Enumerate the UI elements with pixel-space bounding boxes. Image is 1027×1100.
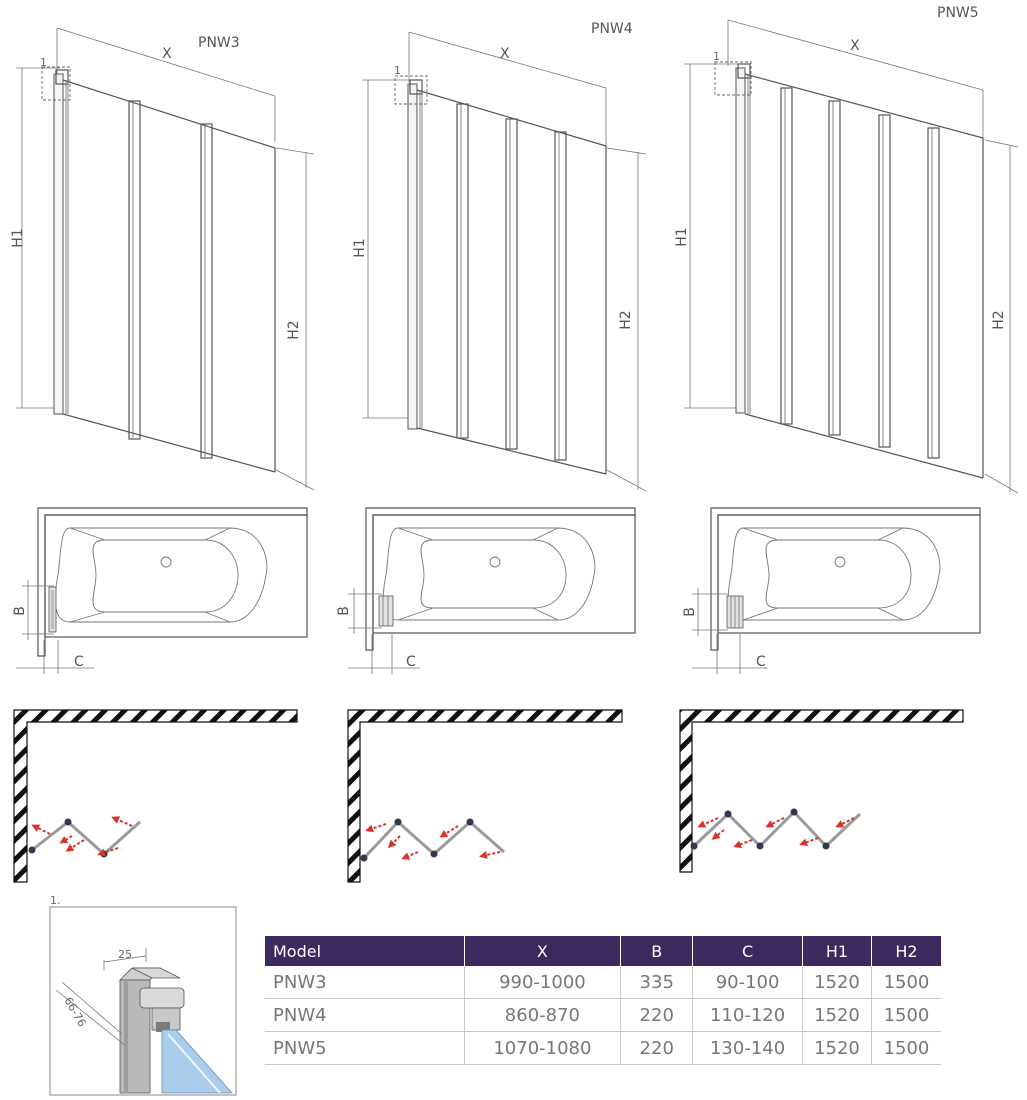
cell-b: 220 [620,998,693,1032]
pnw5-model-label: PNW5 [937,5,979,21]
cell-b: 220 [620,1031,693,1065]
cell-h1: 1520 [802,998,872,1032]
cell-x: 990-1000 [463,966,621,999]
pnw4-tub-plan: B C [336,507,636,674]
pnw5-b-label: B [682,607,698,617]
pnw5-fold-diagram [679,709,964,873]
table-header-row: Model X B C H1 H2 [265,936,941,966]
cell-c: 110-120 [692,998,803,1032]
table-row: PNW3 990-1000 335 90-100 1520 1500 [265,966,941,999]
detail-title: 1. [50,894,61,907]
pnw5-c-label: C [756,654,766,670]
cell-h2: 1500 [870,966,941,999]
cell-h1: 1520 [802,1031,872,1065]
header-h2: H2 [870,936,941,966]
table-row: PNW5 1070-1080 220 130-140 1520 1500 [265,1031,941,1065]
pnw3-h1-label: H1 [10,228,26,247]
table-row: PNW4 860-870 220 110-120 1520 1500 [265,998,941,1032]
pnw4-detail-marker: 1 [394,64,401,77]
pnw3-x-label: X [162,46,172,62]
pnw5-elevation: PNW5 X H1 H2 1 [674,5,1019,494]
detail-width-label: 25 [118,948,132,961]
cell-c: 90-100 [692,966,803,999]
pnw3-elevation: PNW3 X H1 H2 1 [10,27,315,491]
pnw4-x-label: X [500,46,510,62]
pnw3-h2-label: H2 [286,320,302,339]
pnw4-c-label: C [406,654,416,670]
cell-c: 130-140 [692,1031,803,1065]
pnw3-fold-diagram [13,709,298,883]
pnw4-h2-label: H2 [618,310,634,329]
pnw4-model-label: PNW4 [591,21,633,37]
pnw5-detail-marker: 1 [713,50,720,63]
specification-table: Model X B C H1 H2 PNW3 990-1000 335 90-1… [265,936,941,1065]
cell-x: 860-870 [463,998,621,1032]
pnw3-c-label: C [74,654,84,670]
pnw3-tub-plan: B C [12,507,308,674]
cell-model: PNW5 [265,1031,465,1065]
cell-h1: 1520 [802,966,872,999]
pnw3-model-label: PNW3 [198,35,240,51]
pnw4-fold-diagram [347,709,623,883]
profile-detail: 1. 25 66-76 [49,894,237,1096]
cell-h2: 1500 [870,1031,941,1065]
header-model: Model [265,936,465,966]
pnw5-tub-plan: B C [682,507,981,674]
pnw4-elevation: PNW4 X H1 H2 1 [352,21,647,492]
header-b: B [620,936,693,966]
header-c: C [692,936,803,966]
pnw5-x-label: X [850,38,860,54]
cell-h2: 1500 [870,998,941,1032]
cell-model: PNW4 [265,998,465,1032]
pnw3-b-label: B [12,606,28,616]
header-h1: H1 [802,936,872,966]
pnw4-b-label: B [336,606,352,616]
pnw4-h1-label: H1 [352,238,368,257]
pnw5-h1-label: H1 [674,227,690,246]
pnw5-h2-label: H2 [991,310,1007,329]
pnw3-detail-marker: 1 [40,56,47,69]
cell-b: 335 [620,966,693,999]
header-x: X [463,936,621,966]
cell-x: 1070-1080 [463,1031,621,1065]
cell-model: PNW3 [265,966,465,999]
